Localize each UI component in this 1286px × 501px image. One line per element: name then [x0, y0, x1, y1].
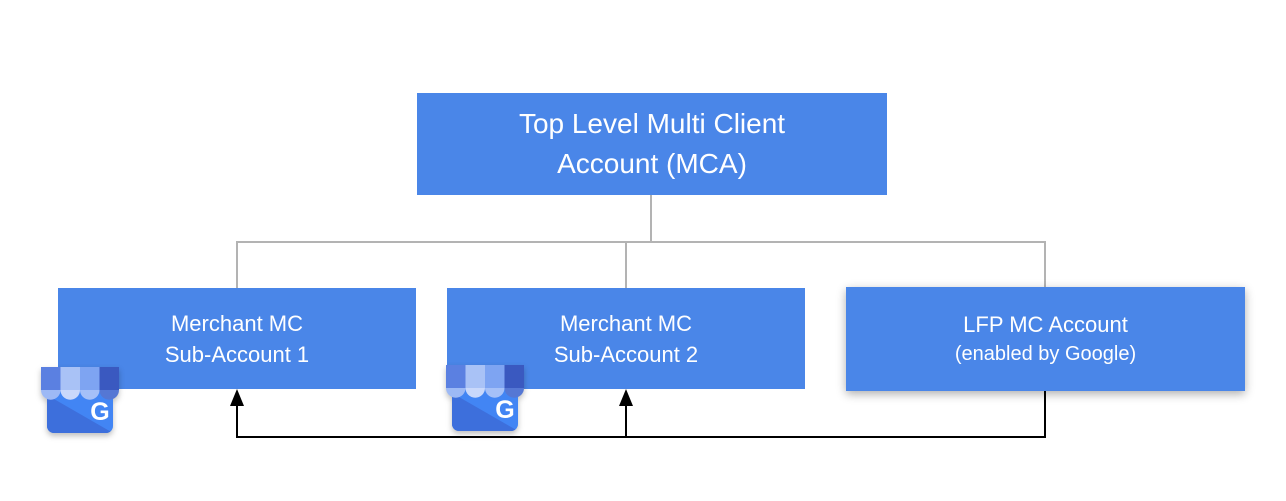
arrow-up-sub1-icon: [230, 389, 244, 406]
gmb-g-letter: G: [495, 396, 514, 424]
google-business-profile-icon: G: [446, 365, 524, 431]
lfp-feed-vertical: [1044, 391, 1046, 437]
sub2-line1: Merchant MC: [559, 310, 693, 336]
lfp-feed-horizontal: [236, 436, 1046, 438]
connector-drop-sub1: [236, 243, 238, 288]
mca-root-box: Top Level Multi Client Account (MCA): [417, 93, 887, 195]
connector-drop-lfp: [1044, 243, 1046, 287]
mca-root-box-line1: Top Level Multi Client: [518, 108, 786, 139]
lfp-line2: (enabled by Google): [954, 343, 1137, 365]
sub1-line1: Merchant MC: [170, 310, 304, 336]
connector-drop-sub2: [625, 243, 627, 288]
lfp-feed-up-sub1: [236, 403, 238, 436]
awning: [446, 365, 524, 398]
awning: [41, 367, 119, 400]
connector-root-vertical: [650, 195, 652, 242]
google-business-profile-icon: G: [41, 367, 119, 433]
sub1-line2: Sub-Account 1: [164, 341, 310, 367]
mca-root-box-line2: Account (MCA): [557, 148, 747, 179]
lfp-line1: LFP MC Account: [963, 312, 1128, 337]
gmb-g-letter: G: [90, 398, 109, 426]
arrow-up-sub2-icon: [619, 389, 633, 406]
connector-horizontal-bar: [236, 241, 1046, 243]
lfp-feed-up-sub2: [625, 403, 627, 436]
lfp-mc-account-box: LFP MC Account (enabled by Google): [846, 287, 1245, 391]
sub2-line2: Sub-Account 2: [553, 341, 699, 367]
